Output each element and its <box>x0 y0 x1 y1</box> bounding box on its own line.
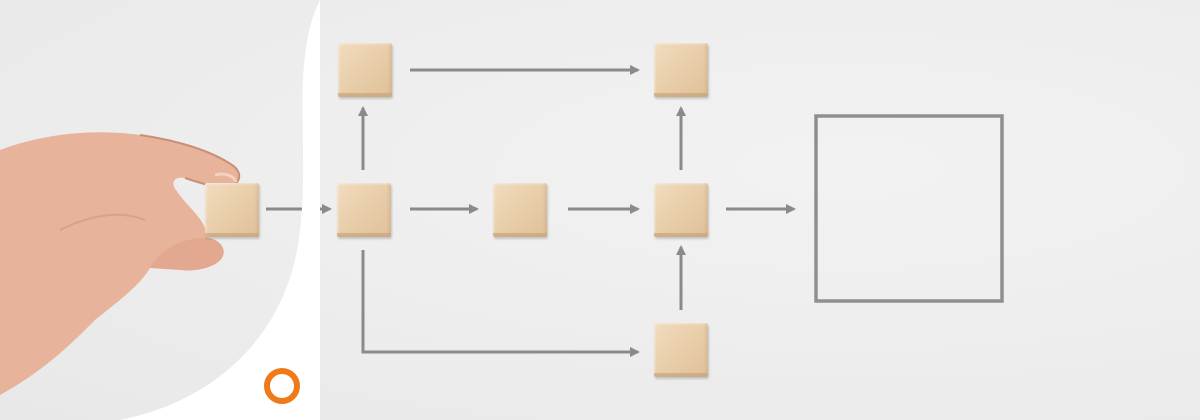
brand-ring-icon <box>264 368 300 404</box>
wood-block-held <box>205 183 259 237</box>
corner-swoosh <box>120 0 320 420</box>
wood-block-top-left <box>338 43 392 97</box>
wood-block-bottom <box>654 323 708 377</box>
wood-block-start <box>337 183 391 237</box>
wood-block-right <box>654 183 708 237</box>
wood-block-middle <box>493 183 547 237</box>
wood-block-top-right <box>654 43 708 97</box>
arrow-start-down-to-bottom <box>361 250 640 357</box>
empty-frame-icon <box>814 114 1004 303</box>
